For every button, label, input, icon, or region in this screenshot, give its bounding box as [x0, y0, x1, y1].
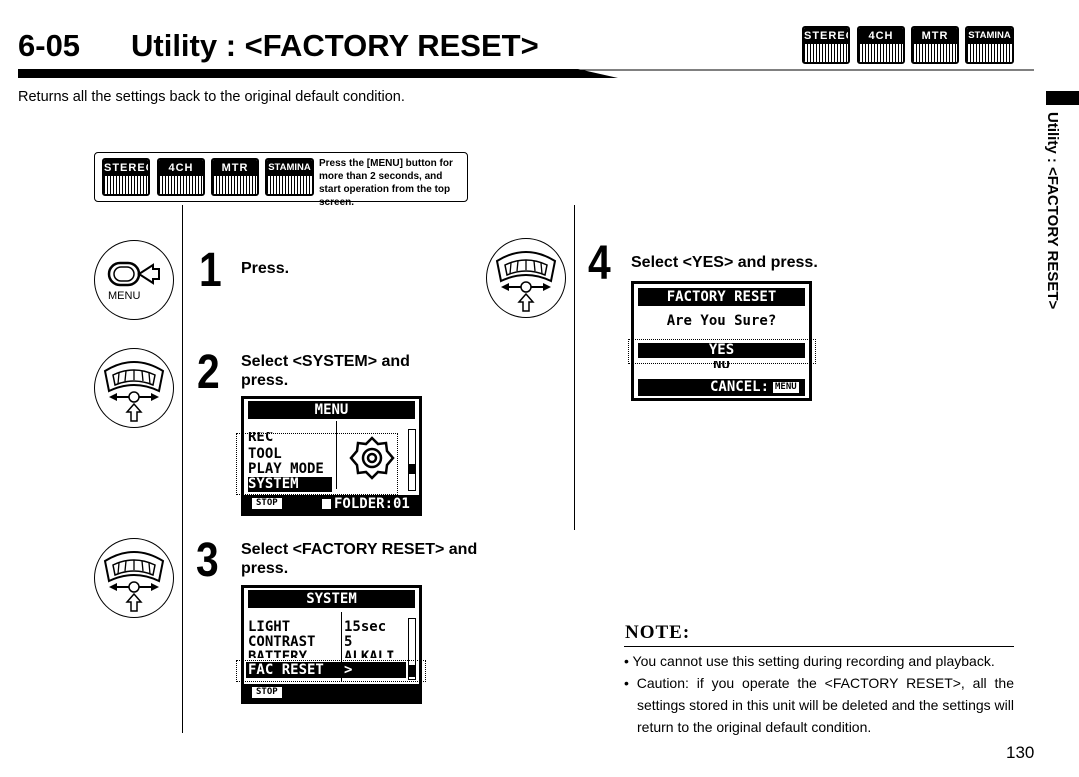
note-item-2: • Caution: if you operate the <FACTORY R…: [624, 675, 1014, 735]
lcd-menu-header: MENU: [248, 401, 415, 419]
step-text-1: Press.: [241, 260, 290, 277]
step-text-2: Select <SYSTEM> and press.: [241, 353, 410, 389]
jog-dial-icon: [103, 361, 165, 422]
lcd-menu-item-playmode: PLAY MODE: [248, 461, 324, 477]
lcd-divider: [341, 612, 342, 682]
note-title: NOTE:: [625, 622, 691, 643]
lcd-scrollbar: [408, 618, 416, 680]
lcd-divider: [336, 421, 337, 489]
mode-badge-stamina: STAMINA: [965, 26, 1014, 64]
mode-badge-4ch: 4CH: [857, 26, 905, 64]
lcd-confirm-header: FACTORY RESET: [638, 288, 805, 306]
lcd-row-light-value: 15sec: [344, 619, 387, 635]
lcd-yes-option: YES: [708, 342, 735, 358]
lcd-confirm-screen: FACTORY RESET Are You Sure? YES NO CANCE…: [628, 281, 816, 401]
lcd-system-header: SYSTEM: [248, 590, 415, 608]
step-text-4: Select <YES> and press.: [631, 254, 818, 271]
lcd-selection-frame: [628, 339, 816, 364]
menu-button-illustration: [94, 240, 174, 320]
lcd-scrollbar: [408, 429, 416, 491]
lcd-row-light-label: LIGHT: [248, 619, 291, 635]
lcd-stop-label: STOP: [252, 498, 282, 509]
gear-icon: [349, 436, 395, 480]
info-badge-4ch: 4CH: [157, 158, 205, 196]
lcd-menu-item-tool: TOOL: [248, 446, 282, 462]
step-text-3: Select <FACTORY RESET> and press.: [241, 541, 478, 577]
jog-dial-icon: [103, 551, 165, 612]
lcd-row-contrast-value: 5: [344, 634, 353, 650]
dial-illustration-step4: [486, 238, 566, 318]
info-box-text: Press the [MENU] button for more than 2 …: [319, 158, 453, 208]
lcd-stop-label: STOP: [252, 687, 282, 698]
lcd-menu-item-system: SYSTEM: [248, 477, 332, 492]
lcd-selection-frame: [236, 660, 426, 682]
lcd-yes-highlight: [638, 343, 805, 358]
lcd-row-facreset-highlight: [246, 662, 406, 678]
lcd-menu-item-rec: REC: [248, 432, 274, 442]
column-divider-left: [182, 205, 183, 733]
lcd-row-battery-label: BATTERY: [248, 650, 308, 658]
page-subtitle: Returns all the settings back to the ori…: [18, 89, 405, 105]
info-badge-stereo: STEREO: [102, 158, 150, 196]
title-underline: [18, 69, 1034, 78]
mode-badge-stereo: STEREO: [802, 26, 850, 64]
lcd-system-footer: STOP: [244, 684, 419, 701]
page-title: Utility : <FACTORY RESET>: [131, 28, 539, 63]
step-number-3: 3: [196, 534, 219, 587]
side-tab-marker: [1046, 91, 1079, 105]
lcd-menu-key: MENU: [773, 382, 799, 393]
column-divider-right: [574, 205, 575, 530]
lcd-folder-label: FOLDER:01: [334, 496, 410, 512]
lcd-system-screen: SYSTEM LIGHT 15sec CONTRAST 5 BATTERY AL…: [236, 585, 426, 704]
dial-illustration-step2: [94, 348, 174, 428]
lcd-row-contrast-label: CONTRAST: [248, 634, 316, 650]
info-badge-mtr: MTR: [211, 158, 259, 196]
side-tab-label: Utility : <FACTORY RESET>: [1044, 112, 1061, 310]
lcd-menu-footer: STOP FOLDER:01: [244, 495, 419, 513]
info-badge-stamina: STAMINA: [265, 158, 314, 196]
step-number-1: 1: [199, 244, 222, 297]
lcd-row-facreset-value: >: [344, 662, 353, 678]
step-number-2: 2: [197, 346, 220, 399]
menu-button-icon: [107, 261, 160, 287]
section-number: 6-05: [18, 28, 81, 63]
lcd-confirm-question: Are You Sure?: [666, 313, 777, 329]
mode-badge-mtr: MTR: [911, 26, 959, 64]
menu-button-label: MENU: [108, 290, 141, 302]
lcd-row-battery-value: ALKALI: [344, 650, 395, 658]
note-item-1: • You cannot use this setting during rec…: [624, 653, 995, 669]
info-box: [94, 152, 468, 202]
lcd-menu-screen: MENU REC TOOL PLAY MODE SYSTEM STOP FOLD…: [236, 396, 422, 516]
dial-illustration-step3: [94, 538, 174, 618]
lcd-row-facreset-label: FAC RESET: [248, 662, 324, 678]
page-number: 130: [1006, 743, 1035, 762]
lcd-selection-frame: [236, 433, 398, 495]
folder-icon: [322, 499, 331, 509]
note-divider: [624, 646, 1014, 647]
lcd-no-option: NO: [634, 361, 809, 368]
step-number-4: 4: [588, 237, 611, 290]
lcd-cancel-label: CANCEL:: [710, 379, 770, 395]
lcd-confirm-footer: CANCEL: MENU: [638, 379, 805, 396]
jog-dial-icon: [495, 251, 557, 312]
